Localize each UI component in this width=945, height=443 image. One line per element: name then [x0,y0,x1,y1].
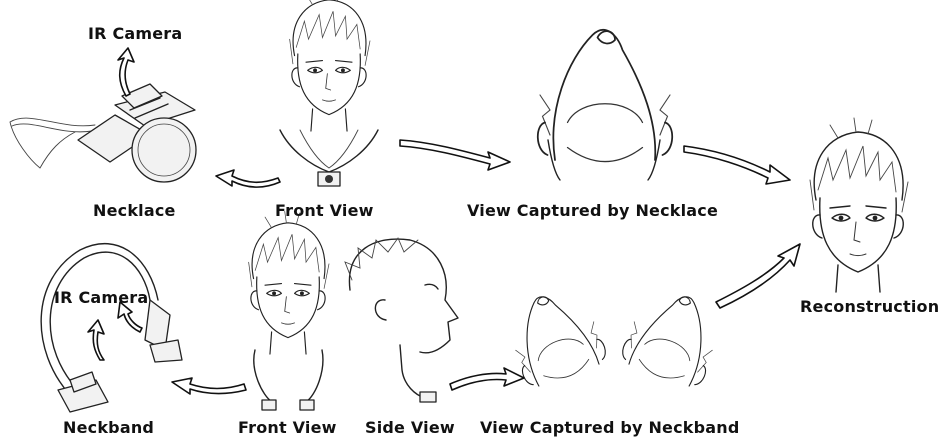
view-captured-necklace-label: View Captured by Necklace [467,201,718,220]
front-view-label-bottom: Front View [238,418,337,437]
arrow-icon [400,140,510,170]
front-view-neckband-figure [249,211,329,410]
arrow-icon [118,48,134,96]
necklace-view-figure [538,30,672,180]
arrow-icon [172,378,246,394]
front-view-necklace-figure [280,0,378,186]
arrow-icon [450,368,524,390]
neckband-label: Neckband [63,418,154,437]
necklace-label: Necklace [93,201,176,220]
neckband-device-icon [41,244,182,412]
arrow-icon [716,244,800,308]
arrow-icon [88,320,104,360]
front-view-label-top: Front View [275,201,374,220]
ir-camera-label-bottom: IR Camera [54,288,148,307]
view-captured-neckband-label: View Captured by Neckband [480,418,740,437]
side-view-figure [345,238,458,402]
side-view-label: Side View [365,418,455,437]
arrow-icon [216,170,280,187]
ir-camera-label-top: IR Camera [88,24,182,43]
reconstruction-figure [810,118,908,292]
arrow-icon [684,146,790,184]
neckband-view-figure [500,282,728,391]
reconstruction-label: Reconstruction [800,297,939,316]
necklace-device-icon [10,84,196,182]
